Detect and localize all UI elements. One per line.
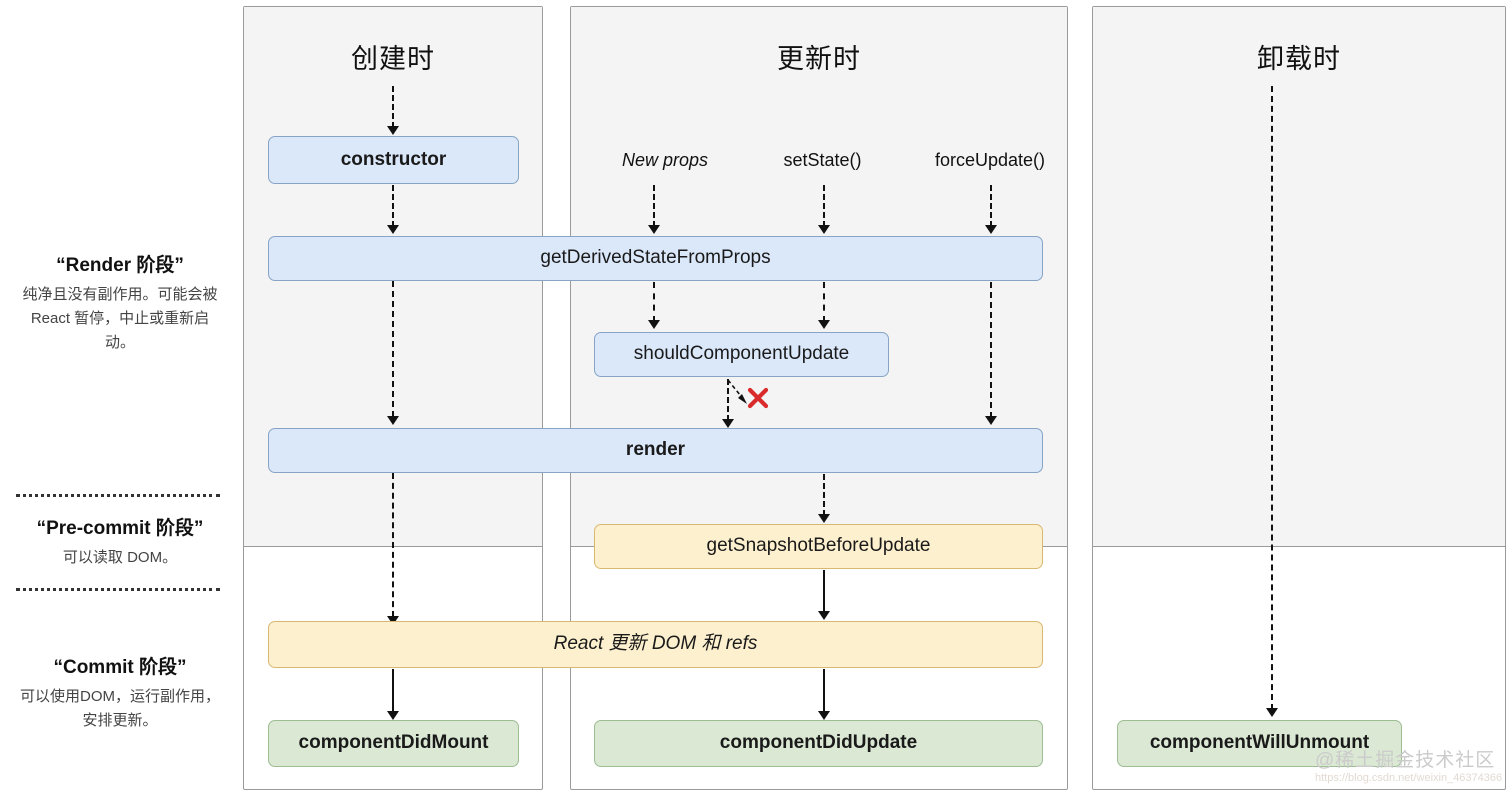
arrowhead-gdsfp-to-scu-right [818,320,830,329]
box-component-will-unmount[interactable]: componentWillUnmount [1117,720,1402,767]
column-update-title: 更新时 [777,44,861,74]
box-react-updates-dom-and-refs[interactable]: React 更新 DOM 和 refs [268,621,1043,668]
legend-render-phase-title: “Render 阶段” [56,255,184,276]
box-constructor[interactable]: constructor [268,136,519,184]
arrow-gdsfp-to-render-mount [392,281,394,417]
arrowhead-unmount-title-to-cwu [1266,708,1278,717]
arrow-gdsfp-to-scu-right [823,282,825,322]
trigger-new-props: New props [621,150,709,170]
legend-render-phase-body: 纯净且没有副作用。可能会被 React 暂停，中止或重新启动。 [22,286,218,351]
arrow-react-dom-to-cdu [823,669,825,713]
watermark-url: https://blog.csdn.net/weixin_46374366 [1315,772,1503,784]
watermark-text: @稀土掘金技术社区 [1315,750,1496,771]
arrowhead-new-props-to-gdsfp [648,225,660,234]
arrow-scu-to-render [727,379,729,421]
arrowhead-gdsfp-to-scu-left [648,320,660,329]
arrow-force-update-to-gdsfp [990,185,992,227]
arrow-constructor-to-gdsfp [392,185,394,227]
legend-commit-title: “Commit 阶段” [53,657,187,678]
box-component-did-update[interactable]: componentDidUpdate [594,720,1043,767]
arrowhead-get-snapshot-to-react-dom [818,611,830,620]
arrow-render-to-react-dom-mount [392,473,394,617]
legend-divider-bottom [16,588,220,591]
arrow-gdsfp-to-scu-left [653,282,655,322]
box-should-component-update[interactable]: shouldComponentUpdate [594,332,889,377]
column-unmount: 卸载时 [1092,6,1506,790]
column-mount-title: 创建时 [351,44,435,74]
trigger-set-state: setState() [783,150,862,170]
arrowhead-gdsfp-to-render-forceupdate [985,416,997,425]
trigger-force-update: forceUpdate() [934,150,1046,170]
legend-pre-commit-title: “Pre-commit 阶段” [36,518,204,539]
arrow-gdsfp-to-render-forceupdate [990,282,992,418]
arrow-unmount-title-to-cwu [1271,86,1273,710]
legend-commit-body: 可以使用DOM，运行副作用，安排更新。 [20,688,220,729]
box-render[interactable]: render [268,428,1043,473]
arrow-new-props-to-gdsfp [653,185,655,227]
arrowhead-react-dom-to-cdm [387,711,399,720]
arrowhead-react-dom-to-cdu [818,711,830,720]
arrow-scu-to-skip-x [722,378,758,412]
arrowhead-mount-title-to-constructor [387,126,399,135]
arrow-mount-title-to-constructor [392,86,394,128]
arrow-render-to-get-snapshot [823,474,825,516]
column-unmount-title: 卸载时 [1257,44,1341,74]
arrow-set-state-to-gdsfp [823,185,825,227]
column-unmount-render-region [1093,7,1505,547]
skip-render-x-icon [747,387,769,409]
arrowhead-render-to-react-dom-mount [387,616,399,625]
legend-divider-top [16,494,220,497]
legend-pre-commit-body: 可以读取 DOM。 [62,549,178,566]
arrowhead-scu-to-render [722,419,734,428]
arrowhead-force-update-to-gdsfp [985,225,997,234]
arrowhead-render-to-get-snapshot [818,514,830,523]
arrowhead-set-state-to-gdsfp [818,225,830,234]
arrowhead-gdsfp-to-render-mount [387,416,399,425]
box-get-snapshot-before-update[interactable]: getSnapshotBeforeUpdate [594,524,1043,569]
column-update: 更新时 [570,6,1068,790]
box-get-derived-state-from-props[interactable]: getDerivedStateFromProps [268,236,1043,281]
arrow-react-dom-to-cdm [392,669,394,713]
box-component-did-mount[interactable]: componentDidMount [268,720,519,767]
arrow-get-snapshot-to-react-dom [823,570,825,613]
arrowhead-constructor-to-gdsfp [387,225,399,234]
